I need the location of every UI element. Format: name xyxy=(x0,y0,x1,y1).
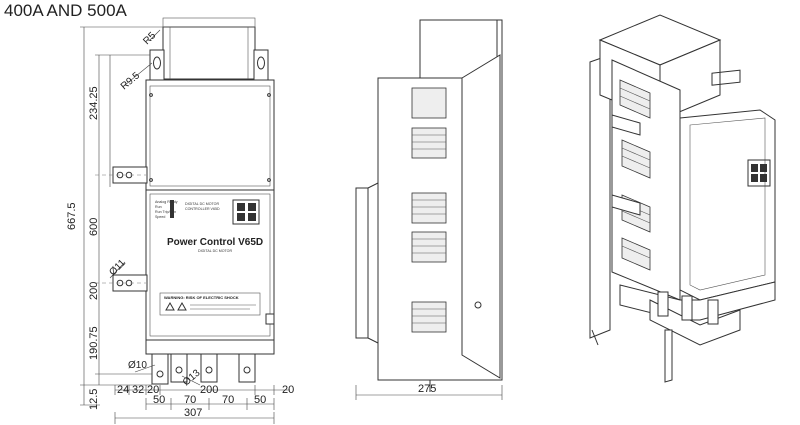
dim-190-75: 190.75 xyxy=(88,326,100,360)
dim-20-left: 20 xyxy=(147,384,159,396)
front-bottom-plate xyxy=(145,339,275,355)
status-label: Run Trip/Run xyxy=(155,210,176,214)
dim-r5: R5 xyxy=(141,30,158,47)
dim-32: 32 xyxy=(132,384,144,396)
iso-side-tab-lower xyxy=(611,194,641,216)
side-screw xyxy=(474,301,482,309)
warning-title: WARNING: RISK OF ELECTRIC SHOCK xyxy=(164,295,239,300)
status-label: Speed xyxy=(155,215,165,219)
display-label-line-1: DIGITAL DC MOTOR xyxy=(185,202,219,206)
iso-busbar xyxy=(657,291,669,317)
side-heatsink xyxy=(461,54,501,379)
status-label: Run xyxy=(155,205,162,209)
front-keypad xyxy=(232,199,260,225)
iso-front-panel xyxy=(679,109,776,301)
front-top-fan-housing xyxy=(162,26,256,80)
front-overall-width: 307 xyxy=(114,407,275,424)
product-name: Power Control V65D xyxy=(167,237,263,248)
front-side-tab-right xyxy=(265,313,275,325)
iso-vents xyxy=(619,79,651,271)
dim-200-horizontal: 200 xyxy=(200,384,218,396)
iso-keypad xyxy=(747,159,771,187)
dim-20-right: 20 xyxy=(282,384,294,396)
iso-leg-rear xyxy=(664,329,673,383)
front-busbars xyxy=(151,353,256,385)
display-label-line-2: CONTROLLER V65D xyxy=(185,207,220,211)
iso-display xyxy=(711,69,741,86)
dim-200-vertical: 200 xyxy=(88,282,100,300)
iso-busbar xyxy=(681,295,693,321)
dim-667-5: 667.5 xyxy=(66,202,78,230)
front-status-leds: Analog Ready Run Run Trip/Run Speed xyxy=(155,200,178,219)
dim-234-25: 234.25 xyxy=(88,86,100,120)
product-subtitle: DIGITAL DC MOTOR xyxy=(198,249,232,253)
dim-d10: Ø10 xyxy=(128,360,147,371)
iso-leg xyxy=(591,329,599,346)
side-vents xyxy=(411,87,447,333)
iso-terminal-block xyxy=(649,299,741,346)
page-title: 400A AND 500A xyxy=(4,1,127,20)
side-depth-dimension: 275 xyxy=(355,383,503,400)
side-flange xyxy=(355,187,369,339)
front-view: Analog Ready Run Run Trip/Run Speed DIGI… xyxy=(66,17,294,424)
front-mount-ear-top-right xyxy=(253,49,269,81)
front-horizontal-dims-row1: 24 32 20 200 20 xyxy=(114,384,294,396)
status-label: Analog Ready xyxy=(155,200,178,204)
dim-50-right: 50 xyxy=(254,394,266,406)
warning-label: WARNING: RISK OF ELECTRIC SHOCK xyxy=(159,292,261,316)
iso-side-tab-upper xyxy=(611,114,641,136)
dim-50-left: 50 xyxy=(153,394,165,406)
front-horizontal-dims-row2: 50 70 70 50 xyxy=(145,394,275,410)
dim-70-right: 70 xyxy=(222,394,234,406)
side-view: 275 xyxy=(355,19,503,400)
dim-275: 275 xyxy=(418,383,436,395)
dim-24: 24 xyxy=(117,384,129,396)
front-upper-body xyxy=(145,79,275,191)
dim-307: 307 xyxy=(184,407,202,419)
iso-busbar xyxy=(707,299,719,325)
dim-70-left: 70 xyxy=(184,394,196,406)
iso-view xyxy=(589,14,776,383)
front-vertical-dimensions: 234.25 667.5 600 200 190.75 12.5 xyxy=(66,26,163,410)
dim-600: 600 xyxy=(88,218,100,236)
dim-12-5: 12.5 xyxy=(88,389,100,410)
front-mount-ear-top-left xyxy=(149,49,165,81)
